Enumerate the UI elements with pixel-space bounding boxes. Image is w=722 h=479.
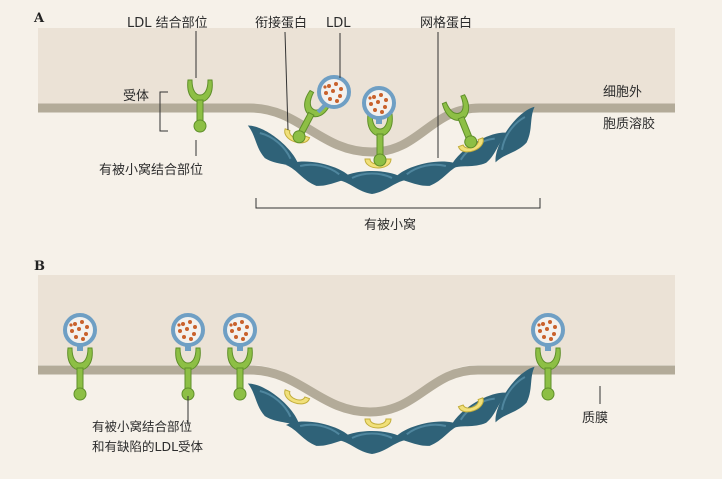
label-coated-pit-binding-site: 有被小窝结合部位 [99, 162, 203, 178]
receptor-bracket [159, 91, 168, 132]
defective-receptor-4 [531, 313, 565, 401]
label-clathrin: 网格蛋白 [420, 15, 472, 31]
coated-pit-bracket [255, 198, 541, 209]
label-cytosol: 胞质溶胶 [603, 116, 655, 132]
label-receptor: 受体 [123, 89, 149, 104]
extracellular-region-b [38, 275, 675, 408]
receptor-with-ldl-2 [362, 86, 396, 167]
defective-receptor-3 [223, 313, 257, 401]
panel-b-letter: B [34, 259, 45, 274]
receptor-with-ldl-1 [284, 75, 351, 149]
label-defective-receptor-line1: 有被小窝结合部位 [92, 419, 192, 434]
label-defective-receptor-line2: 和有缺陷的LDL受体 [92, 439, 204, 454]
plasma-membrane-a [38, 103, 675, 157]
label-ldl-binding-site: LDL 结合部位 [127, 16, 208, 31]
label-ldl: LDL [326, 16, 351, 31]
plasma-membrane-b [38, 365, 675, 417]
extracellular-region [38, 28, 675, 148]
label-coated-pit: 有被小窝 [364, 217, 416, 233]
guide-adaptin [284, 31, 289, 131]
defective-receptor-1 [63, 313, 97, 401]
panel-a: A [33, 11, 675, 233]
label-membrane: 质膜 [582, 411, 608, 426]
label-extracellular: 细胞外 [603, 85, 642, 100]
label-adaptin: 衔接蛋白 [255, 15, 307, 31]
panel-a-letter: A [33, 11, 45, 26]
panel-b: B [34, 259, 675, 455]
defective-receptor-2 [171, 313, 205, 401]
